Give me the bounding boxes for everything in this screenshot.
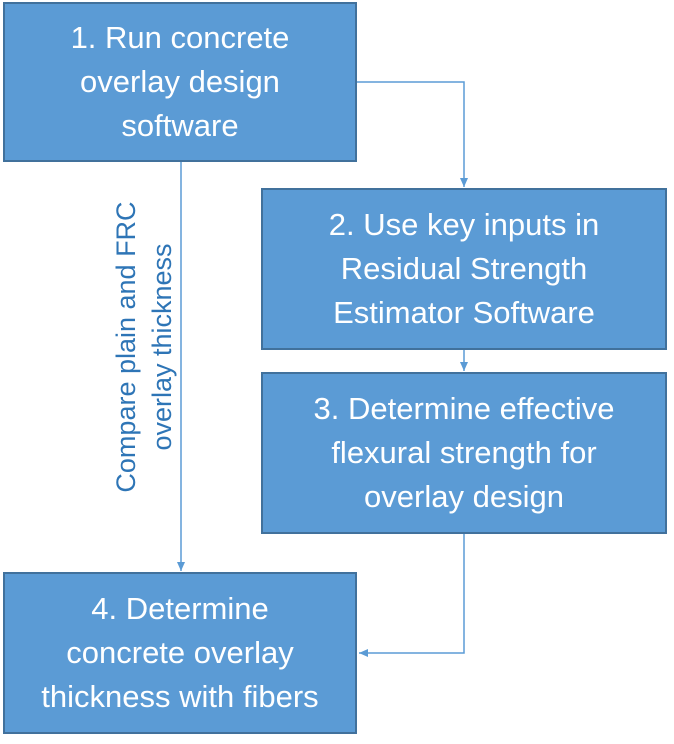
- step-2-text: 2. Use key inputs in Residual Strength E…: [329, 203, 600, 335]
- step-3-box: 3. Determine effective flexural strength…: [261, 372, 667, 534]
- step-4-text: 4. Determine concrete overlay thickness …: [41, 587, 318, 719]
- comparison-label-line-2: overlay thickness: [147, 243, 177, 451]
- comparison-label: Compare plain and FRC overlay thickness: [108, 182, 180, 512]
- step-2-line-2: Residual Strength: [340, 251, 588, 286]
- step-4-line-1: 4. Determine: [91, 591, 269, 626]
- step-3-line-1: 3. Determine effective: [313, 391, 615, 426]
- step-1-line-1: 1. Run concrete: [70, 20, 290, 55]
- step-4-line-2: concrete overlay: [66, 635, 294, 670]
- step-3-line-3: overlay design: [364, 479, 564, 514]
- step-1-line-2: overlay design: [80, 64, 280, 99]
- step-3-line-2: flexural strength for: [331, 435, 597, 470]
- step-1-text: 1. Run concrete overlay design software: [71, 16, 290, 148]
- step-2-box: 2. Use key inputs in Residual Strength E…: [261, 188, 667, 350]
- step-4-box: 4. Determine concrete overlay thickness …: [3, 572, 357, 734]
- connector-step3-to-step4: [359, 534, 465, 657]
- step-2-line-3: Estimator Software: [333, 295, 595, 330]
- step-2-line-1: 2. Use key inputs in: [328, 207, 600, 242]
- step-4-line-3: thickness with fibers: [41, 679, 319, 714]
- step-3-text: 3. Determine effective flexural strength…: [314, 387, 615, 519]
- step-1-box: 1. Run concrete overlay design software: [3, 2, 357, 162]
- step-1-line-3: software: [121, 108, 239, 143]
- comparison-label-line-1: Compare plain and FRC: [111, 201, 141, 493]
- connector-step1-to-step2: [357, 81, 468, 187]
